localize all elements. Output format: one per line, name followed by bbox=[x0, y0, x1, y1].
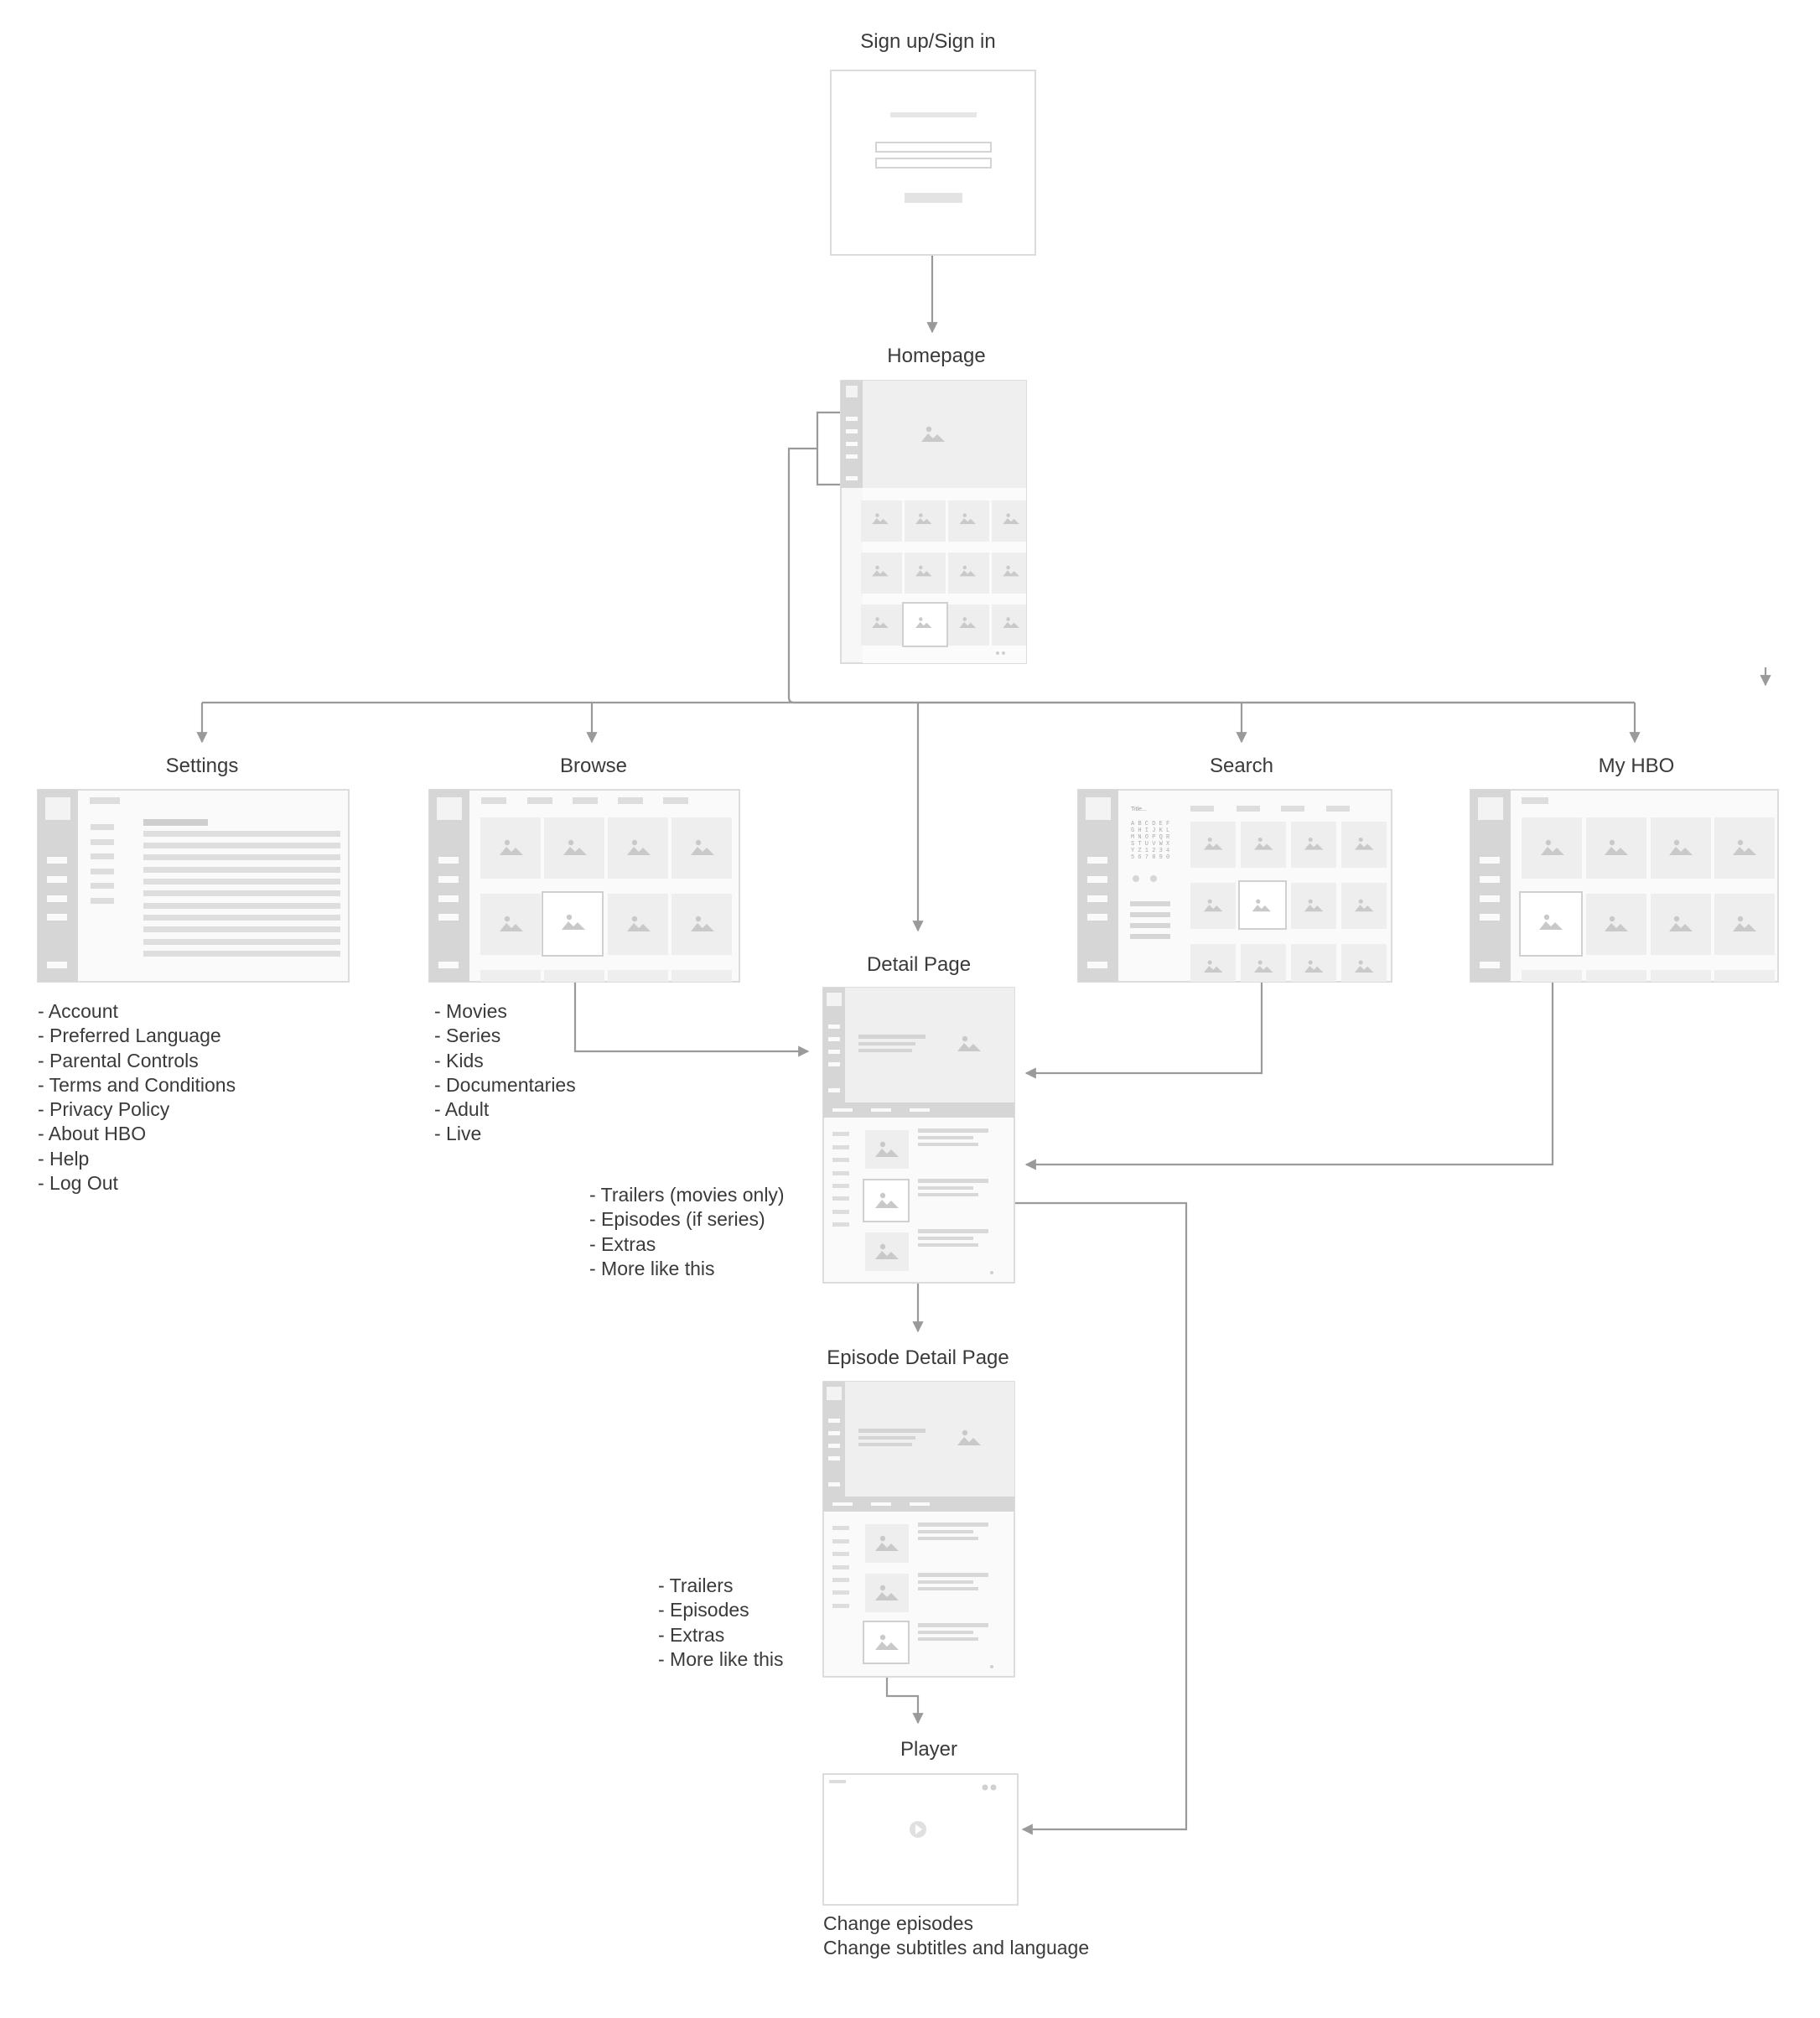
list-item: - Privacy Policy bbox=[38, 1098, 170, 1121]
title-episode-detail: Episode Detail Page bbox=[827, 1346, 1009, 1369]
detail-sections: - Trailers (movies only) - Episodes (if … bbox=[589, 1183, 785, 1281]
myhbo-wireframe bbox=[1470, 789, 1779, 983]
title-signin: Sign up/Sign in bbox=[860, 30, 996, 53]
title-detail: Detail Page bbox=[866, 953, 972, 976]
kb-row: M N O P Q R bbox=[1131, 834, 1170, 841]
homepage-wireframe bbox=[840, 380, 1027, 664]
list-item: - Help bbox=[38, 1147, 90, 1170]
settings-wireframe bbox=[37, 789, 350, 983]
title-homepage: Homepage bbox=[887, 345, 986, 367]
list-item: - Episodes bbox=[658, 1599, 749, 1621]
browse-wireframe bbox=[428, 789, 740, 983]
list-item: - Episodes (if series) bbox=[589, 1208, 765, 1231]
detail-wireframe bbox=[822, 987, 1015, 1284]
list-item: - Adult bbox=[434, 1098, 490, 1121]
list-item: - Account bbox=[38, 1000, 118, 1022]
list-item: - Series bbox=[434, 1025, 501, 1047]
title-browse: Browse bbox=[559, 755, 628, 777]
list-item: - Trailers (movies only) bbox=[589, 1184, 785, 1206]
list-item: - Parental Controls bbox=[38, 1049, 199, 1071]
list-item: - About HBO bbox=[38, 1123, 147, 1145]
episode-sections: - Trailers - Episodes - Extras - More li… bbox=[658, 1574, 784, 1672]
menu-drop bbox=[787, 447, 817, 698]
title-myhbo: My HBO bbox=[1598, 755, 1675, 777]
arrow-myhbo-to-detail bbox=[1024, 956, 1554, 1170]
arrow-search-to-detail bbox=[1024, 968, 1263, 1079]
menu-bracket bbox=[816, 411, 840, 486]
kb-row: Y Z 1 2 3 4 bbox=[1131, 848, 1169, 854]
list-item: Change episodes bbox=[823, 1912, 974, 1934]
settings-options: - Account - Preferred Language - Parenta… bbox=[38, 999, 236, 1196]
kb-row: G H I J K L bbox=[1131, 827, 1169, 834]
episode-wireframe bbox=[822, 1381, 1015, 1678]
list-item: - More like this bbox=[658, 1647, 784, 1670]
list-item: - Movies bbox=[434, 1000, 507, 1022]
search-keyboard: A B C D E F G H I J K L M N O P Q R S T … bbox=[1131, 821, 1170, 861]
list-item: - Documentaries bbox=[434, 1073, 576, 1096]
list-item: - Extras bbox=[658, 1623, 725, 1646]
title-search: Search bbox=[1209, 755, 1274, 777]
list-item: - Kids bbox=[434, 1049, 484, 1071]
list-item: Change subtitles and language bbox=[823, 1937, 1090, 1959]
title-settings: Settings bbox=[165, 755, 239, 777]
connectors bbox=[196, 255, 1771, 1835]
kb-row: S T U V W X bbox=[1131, 841, 1170, 848]
list-item: - Live bbox=[434, 1123, 482, 1145]
search-keyboard-title: Title... bbox=[1131, 807, 1147, 812]
player-wireframe bbox=[822, 1773, 1019, 1906]
browse-categories: - Movies - Series - Kids - Documentaries… bbox=[434, 999, 576, 1147]
list-item: - Log Out bbox=[38, 1172, 118, 1195]
list-item: - Preferred Language bbox=[38, 1025, 221, 1047]
list-item: - Trailers bbox=[658, 1574, 734, 1596]
signin-wireframe bbox=[830, 70, 1036, 256]
kb-row: A B C D E F bbox=[1131, 821, 1169, 827]
kb-row: 5 6 7 8 9 0 bbox=[1131, 854, 1169, 861]
arrow-episode-to-player bbox=[885, 1668, 924, 1725]
arrow-detail-to-player bbox=[910, 1201, 1188, 1835]
search-wireframe: Title... A B C D E F G H I J K L M N O P… bbox=[1077, 789, 1392, 983]
list-item: - More like this bbox=[589, 1257, 715, 1279]
title-player: Player bbox=[900, 1738, 958, 1761]
player-features: Change episodes Change subtitles and lan… bbox=[823, 1912, 1089, 1961]
arrow-browse-to-detail bbox=[573, 956, 810, 1057]
list-item: - Terms and Conditions bbox=[38, 1073, 236, 1096]
list-item: - Extras bbox=[589, 1232, 656, 1255]
